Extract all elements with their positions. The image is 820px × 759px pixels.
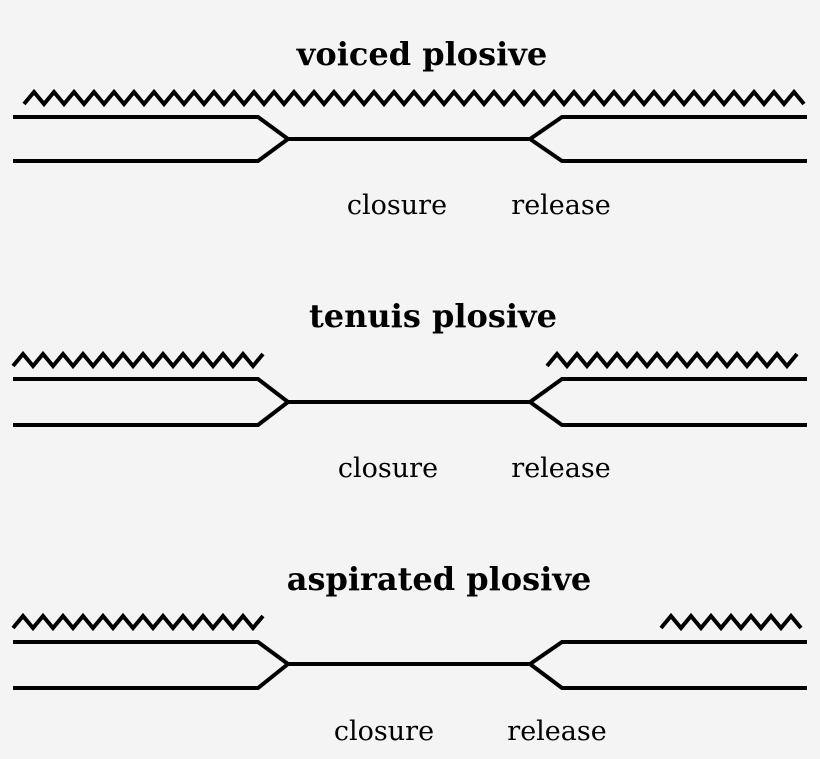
voicing-wave (22, 88, 806, 108)
voicing-wave-before-closure (11, 612, 265, 632)
release-label: release (511, 190, 610, 221)
panel-voiced: voiced plosive closure release (13, 35, 807, 221)
panel-title: voiced plosive (296, 35, 547, 73)
vocal-tract-lower (13, 400, 807, 427)
vocal-tract-upper (13, 377, 807, 404)
vocal-tract-upper (13, 640, 807, 666)
release-label: release (511, 453, 610, 484)
voicing-wave-after-release (545, 350, 799, 370)
release-label: release (507, 716, 606, 747)
vocal-tract-lower (13, 137, 807, 163)
panel-title: tenuis plosive (309, 297, 557, 335)
panel-title: aspirated plosive (287, 560, 592, 598)
voicing-wave-delayed (659, 612, 803, 632)
closure-label: closure (347, 190, 447, 221)
vocal-tract-lower (13, 662, 807, 690)
closure-label: closure (338, 453, 438, 484)
voicing-wave-before-closure (11, 350, 265, 370)
vocal-tract-upper (13, 115, 807, 141)
closure-label: closure (334, 716, 434, 747)
panel-tenuis: tenuis plosive closure release (11, 297, 807, 484)
panel-aspirated: aspirated plosive closure release (11, 560, 807, 747)
